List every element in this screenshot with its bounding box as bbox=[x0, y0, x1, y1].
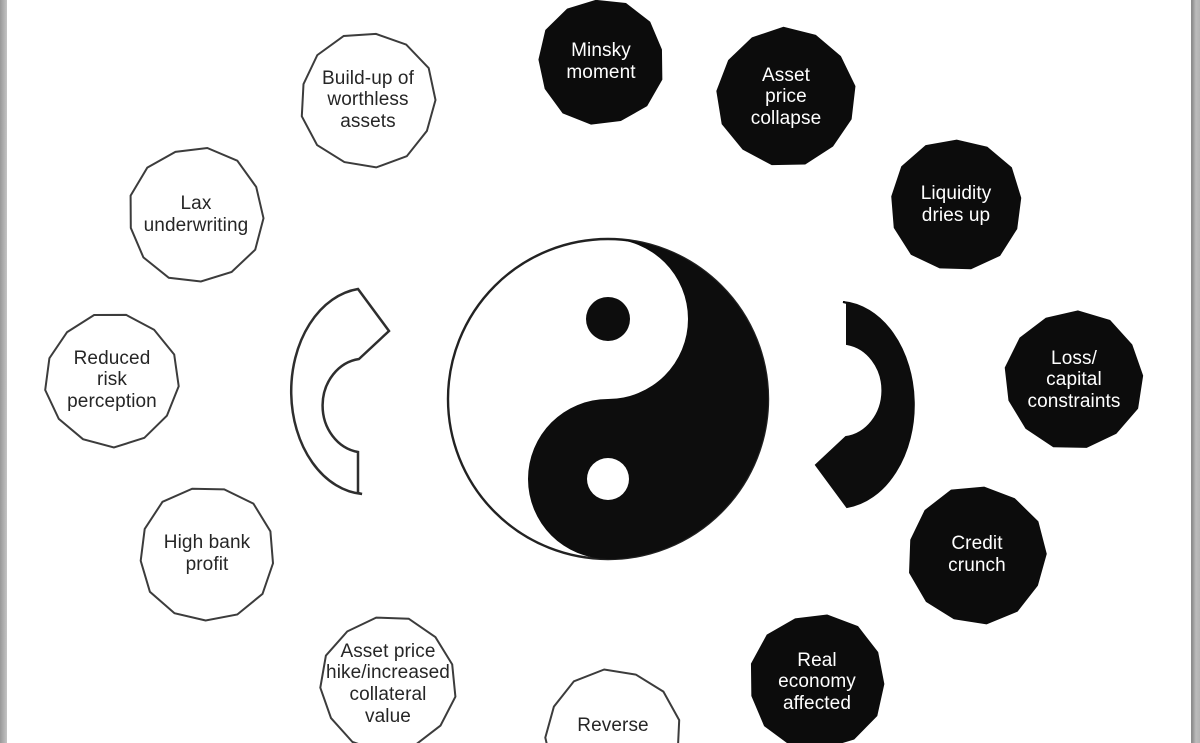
node-shape bbox=[544, 668, 681, 743]
node-shape bbox=[44, 313, 180, 449]
node-shape bbox=[300, 32, 437, 169]
node-shape bbox=[716, 26, 856, 166]
diagram-node-minsky-moment: Minsky moment bbox=[536, 0, 666, 127]
node-shape bbox=[891, 139, 1022, 270]
window-edge-right bbox=[1191, 0, 1200, 743]
diagram-node-loss-capital-constraints: Loss/ capital constraints bbox=[1003, 309, 1145, 451]
node-shape bbox=[909, 486, 1047, 625]
node-shape bbox=[129, 146, 265, 283]
diagram-node-liquidity-dries-up: Liquidity dries up bbox=[888, 137, 1024, 273]
node-shape bbox=[319, 616, 457, 743]
diagram-node-high-bank-profit: High bank profit bbox=[137, 484, 277, 624]
diagram-node-asset-price-hike-increased-collateral-value: Asset price hike/increased collateral va… bbox=[318, 614, 458, 743]
curved-arrow-down-left-icon bbox=[814, 301, 915, 509]
diagram-node-reverse: Reverse bbox=[543, 667, 683, 743]
yin-yang-icon bbox=[446, 237, 770, 561]
node-shape bbox=[1004, 310, 1144, 448]
node-shape bbox=[750, 614, 885, 743]
diagram-node-real-economy-affected: Real economy affected bbox=[747, 612, 887, 743]
diagram-node-lax-underwriting: Lax underwriting bbox=[126, 145, 266, 285]
node-shape bbox=[538, 0, 663, 125]
diagram-node-build-up-of-worthless-assets: Build-up of worthless assets bbox=[298, 30, 438, 170]
window-edge-left bbox=[0, 0, 7, 743]
diagram-node-asset-price-collapse: Asset price collapse bbox=[715, 26, 857, 168]
diagram-node-reduced-risk-perception: Reduced risk perception bbox=[43, 311, 181, 449]
diagram-node-credit-crunch: Credit crunch bbox=[906, 484, 1048, 626]
node-shape bbox=[139, 487, 275, 622]
curved-arrow-up-right-icon bbox=[289, 287, 391, 496]
